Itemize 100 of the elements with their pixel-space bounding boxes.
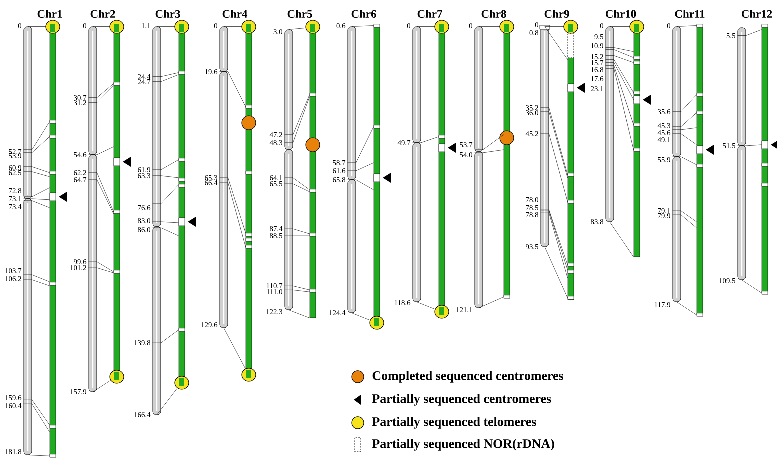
connector-line xyxy=(672,112,697,128)
connector-line xyxy=(24,200,50,208)
connector-line xyxy=(24,280,50,286)
chromosome-title: Chr8 xyxy=(482,10,506,18)
chromosome-bar xyxy=(474,26,484,308)
connector-line xyxy=(24,122,50,150)
connector-line xyxy=(88,262,114,272)
connector-line xyxy=(152,330,179,344)
connector-line xyxy=(738,144,762,146)
connector-line xyxy=(152,176,179,178)
connector-line xyxy=(742,280,762,294)
connector-line xyxy=(28,26,46,27)
sequence-bar xyxy=(696,24,704,317)
sequence-bar xyxy=(110,20,124,384)
chromosome-bar xyxy=(412,26,422,302)
connector-line xyxy=(156,388,178,416)
sequence-bar xyxy=(242,20,256,382)
chromosome-title: Chr6 xyxy=(352,10,376,18)
connector-line xyxy=(610,26,630,27)
connector-line xyxy=(284,96,310,144)
connector-line xyxy=(24,166,50,174)
chromosome-bar xyxy=(672,26,682,302)
connector-line xyxy=(152,72,179,78)
connector-line xyxy=(288,310,310,318)
chromosome-title: Chr10 xyxy=(606,10,636,18)
chromosome-bar xyxy=(88,26,98,392)
sequence-bar xyxy=(500,20,514,299)
connector-line xyxy=(88,146,114,156)
chromosome-title: Chr3 xyxy=(156,10,180,18)
connector-line xyxy=(610,222,634,258)
connector-line xyxy=(672,214,697,228)
chromosome-title: Chr7 xyxy=(418,10,442,18)
connector-line xyxy=(28,455,50,456)
connector-line xyxy=(88,84,114,98)
legend-text: Partially sequenced NOR(rDNA) xyxy=(372,439,554,451)
connector-line xyxy=(284,228,310,234)
chromosome-bar xyxy=(540,25,550,248)
sequence-bar xyxy=(630,20,644,258)
sequence-bar xyxy=(370,24,384,330)
connector-line xyxy=(24,274,50,282)
legend-text: Partially sequenced centromeres xyxy=(372,394,552,406)
connector-line xyxy=(606,50,634,58)
connector-line xyxy=(348,126,374,164)
connector-line xyxy=(672,128,697,130)
connector-line xyxy=(24,188,50,198)
connector-line xyxy=(224,328,246,370)
chromosome-bar xyxy=(606,26,614,222)
connector-line xyxy=(224,26,242,27)
connector-line xyxy=(220,72,246,108)
connector-line xyxy=(24,172,50,178)
sequence-bar xyxy=(434,20,450,319)
sequence-bar xyxy=(564,20,578,300)
connector-line xyxy=(544,26,564,27)
connector-line xyxy=(88,172,114,212)
connector-line xyxy=(288,28,306,30)
connector-line xyxy=(348,162,374,172)
connector-line xyxy=(88,86,114,104)
connector-line xyxy=(676,302,697,316)
chromosome-bar xyxy=(220,26,228,328)
connector-line xyxy=(284,94,310,136)
sequence-bar xyxy=(306,20,320,318)
connector-line xyxy=(606,66,634,126)
connector-line xyxy=(606,56,634,64)
legend-text: Partially sequenced telomeres xyxy=(372,417,536,429)
chromosome-bar xyxy=(152,26,162,416)
connector-line xyxy=(152,74,179,82)
chromosome-bar xyxy=(24,26,32,456)
connector-line xyxy=(284,184,310,192)
connector-line xyxy=(152,222,179,224)
connector-line xyxy=(540,134,568,202)
chromosome-title: Chr9 xyxy=(544,10,570,18)
connector-line xyxy=(88,268,114,274)
chromosome-title: Chr2 xyxy=(90,10,116,18)
connector-line xyxy=(672,94,697,112)
connector-line xyxy=(284,290,310,292)
chromosome-title: Chr5 xyxy=(288,10,312,18)
connector-line xyxy=(152,184,179,204)
chromosome-bar xyxy=(738,28,746,280)
legend-text: Completed sequenced centromeres xyxy=(372,371,564,383)
connector-line xyxy=(606,48,634,52)
connector-line xyxy=(544,26,568,60)
connector-line xyxy=(676,26,697,27)
connector-line xyxy=(220,182,246,248)
chromosome-bar xyxy=(348,26,356,314)
connector-line xyxy=(152,228,179,236)
connector-line xyxy=(478,26,500,27)
connector-line xyxy=(284,178,310,190)
connector-line xyxy=(474,134,504,150)
connector-line xyxy=(352,26,374,27)
connector-line xyxy=(92,380,112,392)
connector-line xyxy=(24,136,50,154)
connector-line xyxy=(544,247,568,298)
connector-line xyxy=(24,400,50,426)
sequence-bar xyxy=(762,24,768,295)
connector-line xyxy=(24,198,50,200)
connector-line xyxy=(672,134,697,146)
connector-line xyxy=(606,60,634,94)
connector-line xyxy=(416,26,436,27)
connector-line xyxy=(672,156,697,166)
connector-line xyxy=(738,30,762,36)
